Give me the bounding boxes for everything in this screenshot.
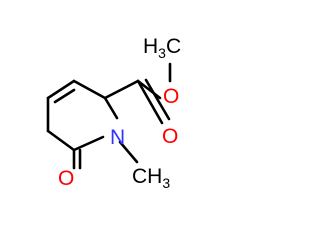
n-methyl-subscript: 3 (162, 175, 170, 191)
bond-c2-c3 (72, 79, 107, 100)
n-methyl-label: CH3 (132, 165, 170, 191)
carbonyl-oxygen-label: O (58, 167, 74, 190)
bond-c6-n1 (72, 135, 105, 152)
molecule-structure: N O O O H3C CH3 (46, 35, 181, 191)
bond-c3-c4-outer (46, 79, 76, 100)
methoxy-h: H (143, 35, 158, 58)
methoxy-methyl-label: H3C (143, 35, 181, 61)
bond-ester-c-o-double-outer (136, 79, 164, 125)
substituent-bonds (72, 62, 172, 170)
bond-c3-c4-inner (53, 88, 76, 104)
structure-canvas: N O O O H3C CH3 (46, 35, 182, 191)
methoxy-subscript: 3 (158, 45, 166, 61)
bond-c5-c6 (46, 129, 76, 152)
ring-bonds (46, 79, 119, 152)
bond-ester-c-o-double-inner (144, 78, 171, 121)
bond-n1-methyl (118, 140, 139, 164)
bond-n1-c2 (103, 96, 119, 120)
n-methyl-ch: CH (132, 165, 162, 188)
bond-c2-ester-carbon (103, 79, 140, 100)
ester-oxygen-double-label: O (162, 125, 178, 148)
ester-oxygen-single-label: O (163, 85, 179, 108)
nitrogen-label: N (110, 126, 125, 149)
methoxy-c: C (166, 35, 181, 58)
